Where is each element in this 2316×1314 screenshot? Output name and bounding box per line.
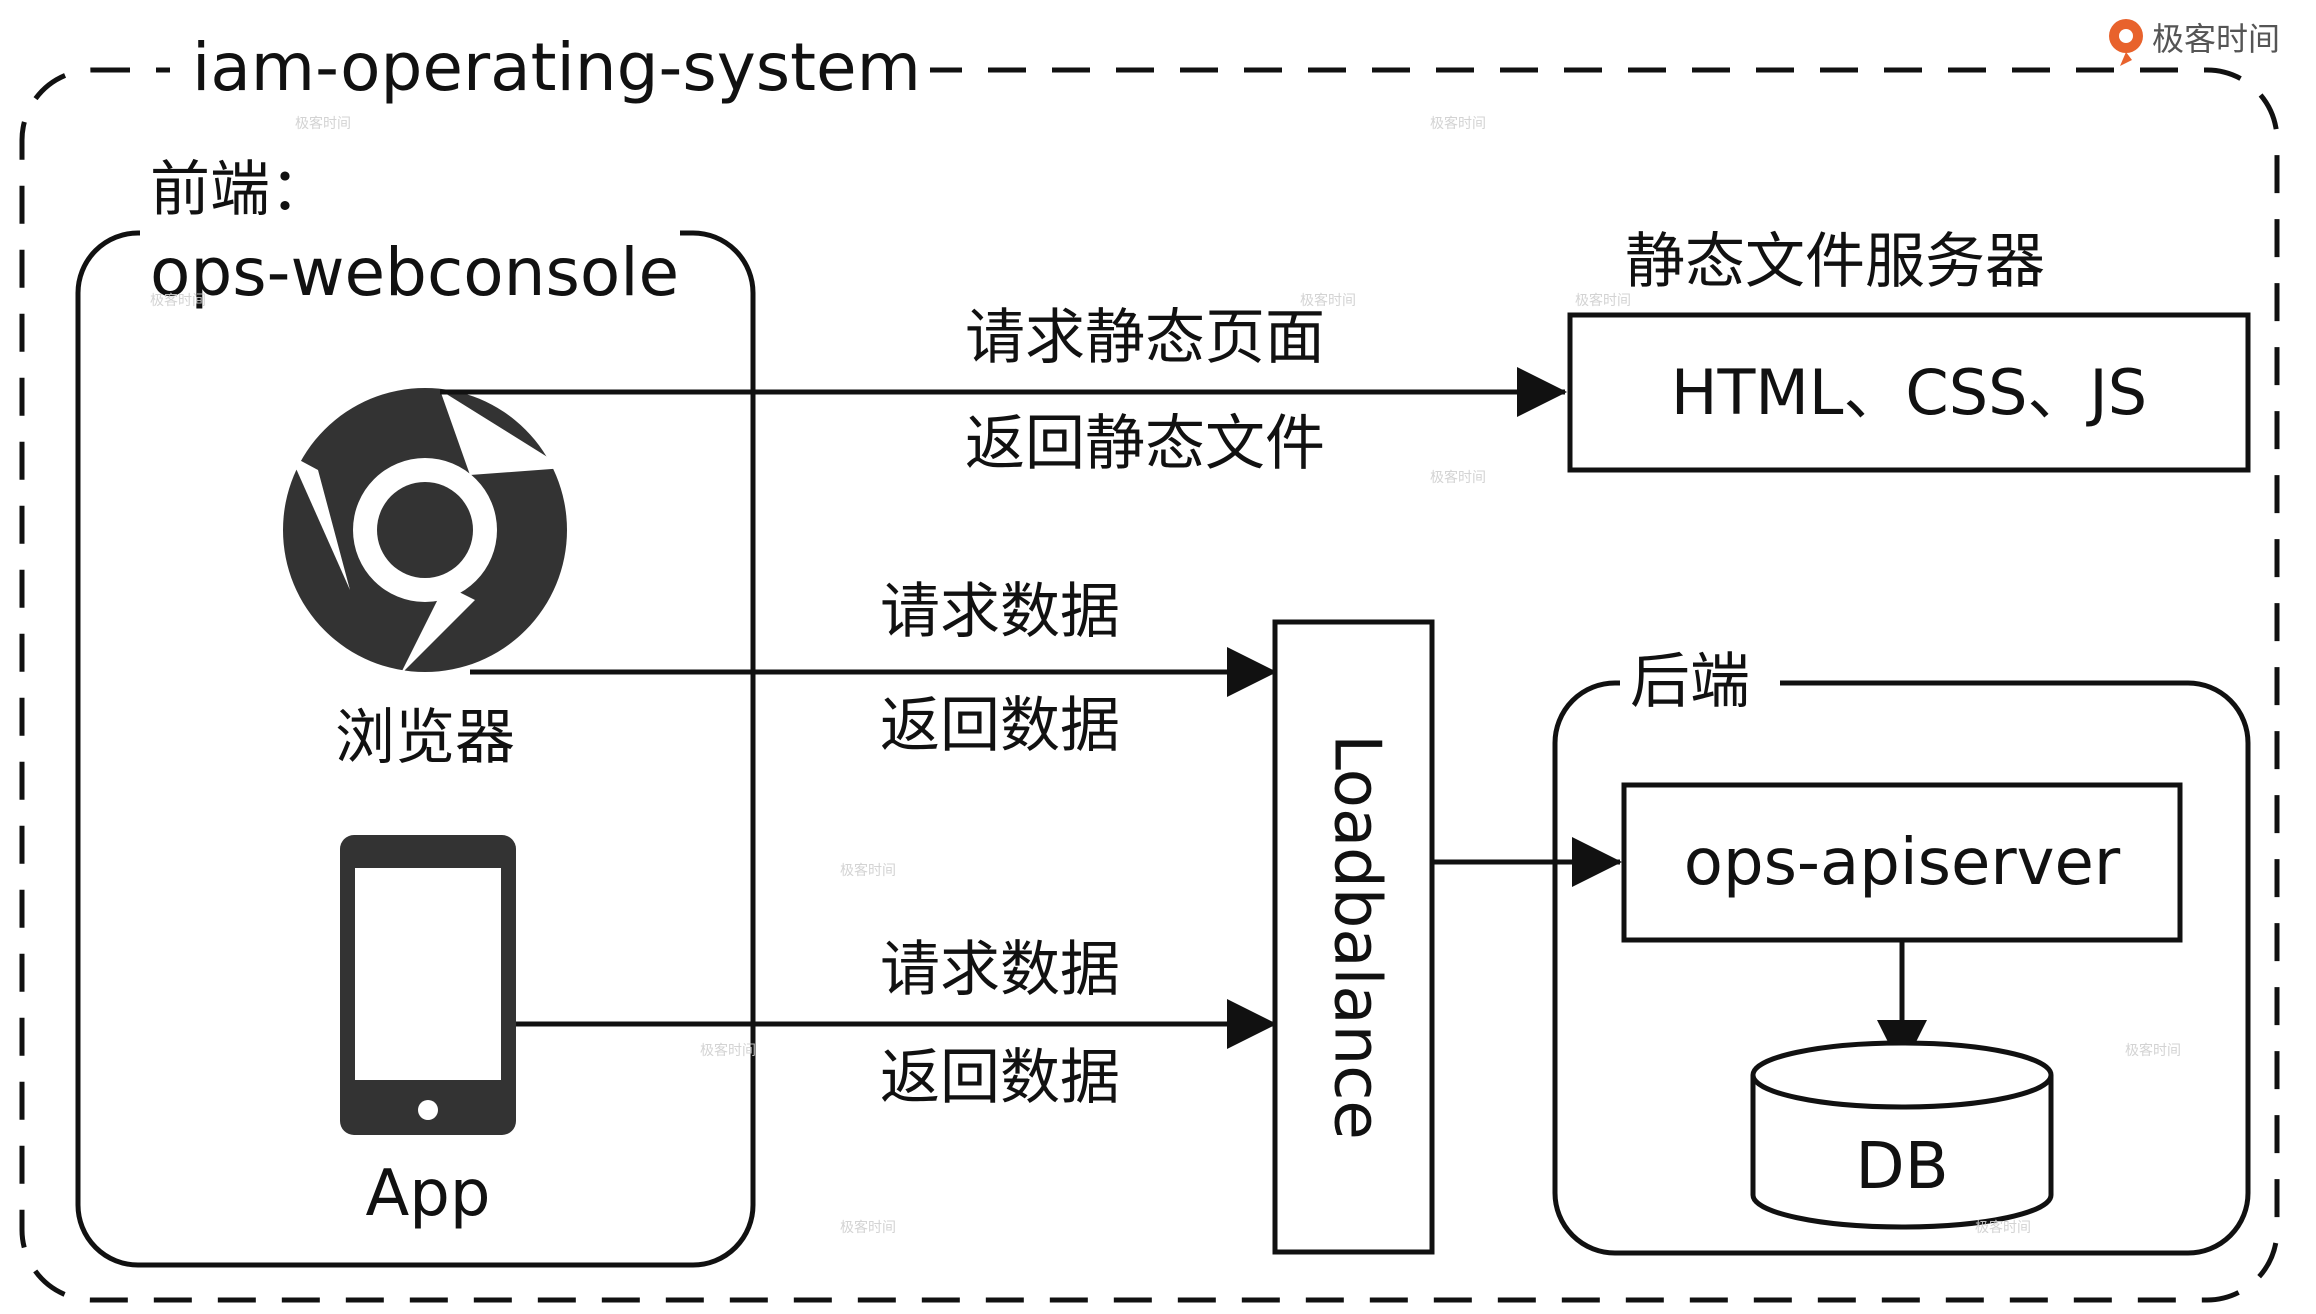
watermark: 极客时间 xyxy=(150,292,206,309)
app-request-label: 请求数据 xyxy=(880,935,1120,1005)
system-boundary: iam-operating-system xyxy=(19,29,2280,1303)
watermark: 极客时间 xyxy=(840,1219,896,1236)
watermarks: 极客时间 极客时间 极客时间 极客时间 极客时间 极客时间 极客时间 极客时间 … xyxy=(150,115,2181,1236)
frontend-title: 前端： xyxy=(150,155,330,225)
browser-request-label: 请求数据 xyxy=(880,577,1120,647)
watermark: 极客时间 xyxy=(1575,292,1631,309)
browser-data-connector: 请求数据 返回数据 xyxy=(470,577,1277,761)
watermark: 极客时间 xyxy=(1300,292,1356,309)
static-server-title: 静态文件服务器 xyxy=(1625,227,2045,297)
db-label: DB xyxy=(1855,1130,1948,1204)
frontend-group: 前端： ops-webconsole 浏览器 App xyxy=(75,155,756,1268)
backend-title: 后端 xyxy=(1630,647,1750,717)
apiserver-label: ops-apiserver xyxy=(1684,826,2121,900)
app-response-label: 返回数据 xyxy=(880,1043,1120,1113)
brand-text: 极客时间 xyxy=(2152,20,2280,58)
chrome-browser-icon xyxy=(283,388,567,675)
watermark: 极客时间 xyxy=(700,1042,756,1059)
watermark: 极客时间 xyxy=(1975,1219,2031,1236)
apiserver-box xyxy=(1621,782,2183,943)
mobile-phone-icon xyxy=(340,835,516,1135)
backend-group: 后端 ops-apiserver DB xyxy=(1552,647,2251,1256)
static-server: 静态文件服务器 HTML、CSS、JS xyxy=(1567,227,2251,473)
loadbalance: Loadbalance xyxy=(1272,619,1435,1255)
frontend-name: ops-webconsole xyxy=(150,234,679,311)
watermark: 极客时间 xyxy=(1430,115,1486,132)
watermark: 极客时间 xyxy=(1430,469,1486,486)
geektime-logo-icon xyxy=(2109,19,2143,66)
app-label: App xyxy=(365,1157,490,1231)
static-request-label: 请求静态页面 xyxy=(965,303,1325,373)
system-title: iam-operating-system xyxy=(192,29,921,106)
geektime-logo: 极客时间 xyxy=(2109,19,2280,66)
static-request-connector: 请求静态页面 返回静态文件 xyxy=(440,303,1567,479)
browser-response-label: 返回数据 xyxy=(880,691,1120,761)
db-cylinder xyxy=(1750,1040,2054,1230)
watermark: 极客时间 xyxy=(295,115,351,132)
watermark: 极客时间 xyxy=(2125,1042,2181,1059)
app-data-connector: 请求数据 返回数据 xyxy=(516,935,1277,1113)
static-server-content: HTML、CSS、JS xyxy=(1671,356,2147,429)
browser-label: 浏览器 xyxy=(335,703,515,773)
static-response-label: 返回静态文件 xyxy=(965,409,1325,479)
watermark: 极客时间 xyxy=(840,862,896,879)
loadbalance-label: Loadbalance xyxy=(1319,734,1393,1140)
